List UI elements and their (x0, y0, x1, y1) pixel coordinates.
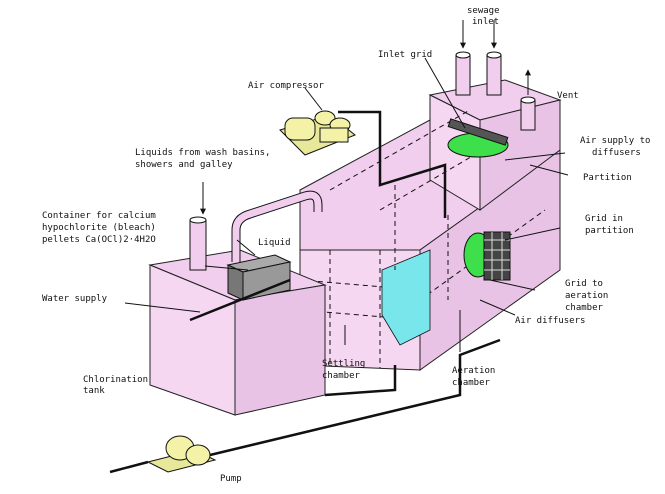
label-air-supply-2: diffusers (592, 148, 641, 158)
label-settling-1: Settling (322, 359, 365, 369)
label-container-1: Container for calcium (42, 211, 156, 221)
label-sewage-inlet-2: inlet (472, 17, 499, 27)
leader-lines (124, 57, 569, 352)
label-partition: Partition (583, 173, 632, 183)
sewage-inlet-pipes (455, 20, 536, 131)
label-inlet-grid: Inlet grid (378, 50, 432, 60)
label-air-compressor: Air compressor (248, 81, 324, 91)
label-chlorination-2: tank (83, 386, 105, 396)
label-water-supply: Water supply (42, 294, 108, 304)
label-grid-partition-2: partition (585, 226, 634, 236)
label-liquids-2: showers and galley (135, 160, 233, 170)
label-grid-aeration-3: chamber (565, 303, 604, 313)
label-chlorination-1: Chlorination (83, 375, 148, 385)
label-liquids-1: Liquids from wash basins, (135, 148, 270, 158)
label-container-3: pellets Ca(OCl)2·4H2O (42, 235, 156, 245)
label-aeration-2: chamber (452, 378, 491, 388)
label-liquid: Liquid (258, 238, 291, 248)
transfer-pipe (232, 191, 322, 262)
aeration-water (381, 249, 431, 346)
label-aeration-1: Aeration (452, 366, 495, 376)
liquids-inlet-pipe (189, 219, 207, 271)
label-grid-aeration-1: Grid to (565, 279, 603, 289)
label-grid-aeration-2: aeration (565, 291, 608, 301)
label-air-diffusers: Air diffusers (515, 316, 585, 326)
label-settling-2: chamber (322, 371, 361, 381)
bleach-container (226, 254, 292, 301)
label-grid-partition-1: Grid in (585, 214, 623, 224)
partition-grid (483, 231, 511, 281)
label-pump: Pump (220, 474, 242, 484)
label-sewage-inlet-1: sewage (467, 6, 500, 16)
label-container-2: hypochlorite (bleach) (42, 223, 156, 233)
air-compressor (279, 110, 356, 156)
pump (146, 435, 217, 473)
chlorination-tank-side (234, 284, 326, 416)
label-air-supply-1: Air supply to (580, 136, 650, 146)
label-vent: Vent (557, 91, 579, 101)
